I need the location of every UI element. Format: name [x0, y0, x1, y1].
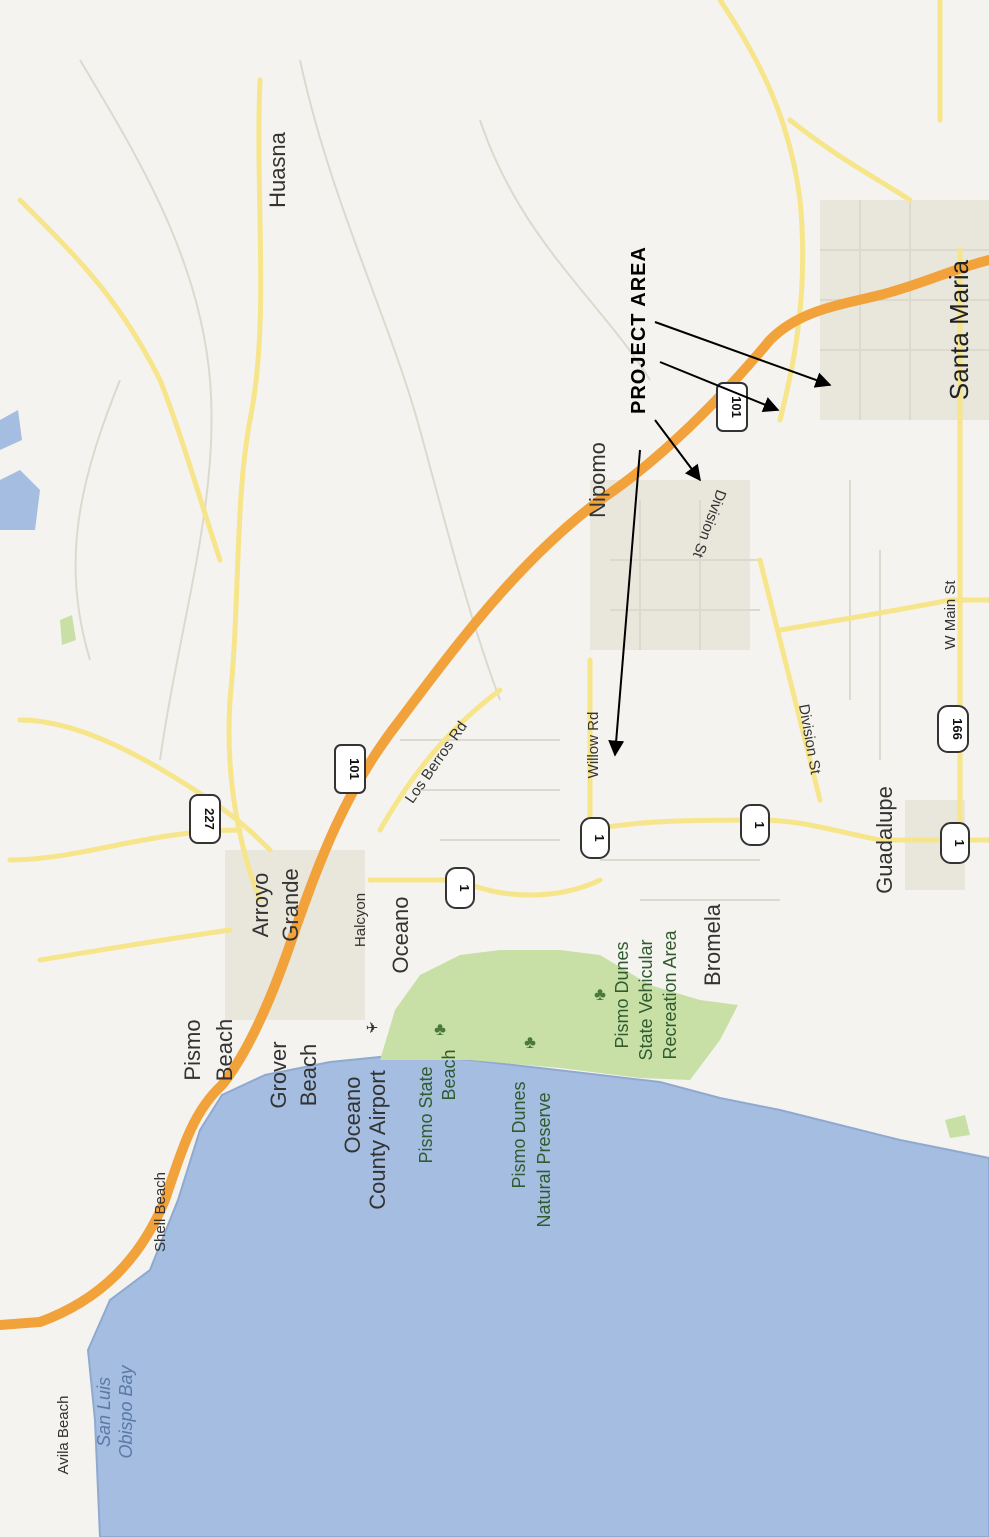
project-arrow-1 [654, 321, 832, 388]
shield-us101-b: 101 [716, 382, 748, 432]
shield-ca227: 227 [189, 794, 221, 844]
label-svra-3: Recreation Area [660, 929, 680, 1059]
label-bromela: Bromela [700, 903, 725, 986]
label-airport-2: County Airport [365, 1070, 390, 1209]
lake-upper-left [0, 410, 22, 450]
shield-ca166: 166 [937, 705, 969, 753]
svg-text:101: 101 [729, 396, 744, 418]
svg-text:1: 1 [457, 884, 472, 891]
label-arroyo: Arroyo [248, 873, 273, 938]
label-santa-maria: Santa Maria [944, 259, 974, 400]
svg-text:166: 166 [950, 718, 965, 740]
svg-text:101: 101 [347, 758, 362, 780]
svg-text:1: 1 [952, 839, 967, 846]
shield-ca1-c: 1 [740, 804, 770, 846]
project-arrow-4 [608, 449, 641, 757]
project-area-arrows [608, 321, 832, 757]
label-oceano: Oceano [388, 896, 413, 973]
label-bay-1: San Luis [94, 1377, 114, 1447]
urban-nipomo [590, 480, 750, 650]
label-svra-1: Pismo Dunes [612, 941, 632, 1048]
label-halcyon: Halcyon [352, 893, 369, 947]
shield-us101-a: 101 [334, 744, 366, 794]
label-avila-beach: Avila Beach [55, 1396, 72, 1475]
label-shell-beach: Shell Beach [152, 1172, 169, 1252]
label-dunes-preserve-1: Pismo Dunes [509, 1081, 529, 1188]
shield-ca1-d: 1 [940, 822, 970, 864]
label-w-main-st: W Main St [942, 580, 959, 650]
park-north-island [0, 470, 40, 530]
label-pismo-state-1: Pismo State [416, 1066, 436, 1163]
label-willow-rd: Willow Rd [585, 712, 602, 779]
label-grover-beach: Beach [296, 1044, 321, 1106]
label-bay-2: Obispo Bay [116, 1364, 136, 1458]
label-guadalupe: Guadalupe [872, 786, 897, 894]
shield-ca1-a: 1 [445, 867, 475, 909]
label-grover: Grover [266, 1041, 291, 1108]
label-huasna: Huasna [265, 131, 290, 208]
svg-text:227: 227 [202, 808, 217, 830]
minor-roads [74, 59, 989, 901]
park-pismo-state-beach [380, 950, 738, 1080]
tree-icon-3: ♣ [594, 984, 606, 1004]
project-area-label: PROJECT AREA [628, 246, 650, 414]
label-pismo: Pismo [180, 1019, 205, 1080]
us-101-highway [0, 255, 989, 1330]
label-pismo-beach: Beach [212, 1019, 237, 1081]
tree-icon-2: ♣ [524, 1032, 536, 1052]
park-patch-3 [60, 615, 76, 645]
tree-icon-1: ♣ [434, 1019, 446, 1039]
label-pismo-state-2: Beach [439, 1049, 459, 1100]
airport-icon: ✈ [366, 1020, 379, 1037]
project-arrow-2 [659, 361, 780, 412]
label-nipomo: Nipomo [585, 442, 610, 518]
project-arrow-3 [654, 419, 701, 482]
label-airport-1: Oceano [340, 1076, 365, 1153]
shield-ca1-b: 1 [580, 817, 610, 859]
label-grande: Grande [278, 868, 303, 941]
svg-text:1: 1 [592, 834, 607, 841]
svg-text:1: 1 [752, 821, 767, 828]
label-dunes-preserve-2: Natural Preserve [534, 1092, 554, 1227]
label-svra-2: State Vehicular [636, 939, 656, 1060]
park-patch-2 [945, 1115, 970, 1138]
